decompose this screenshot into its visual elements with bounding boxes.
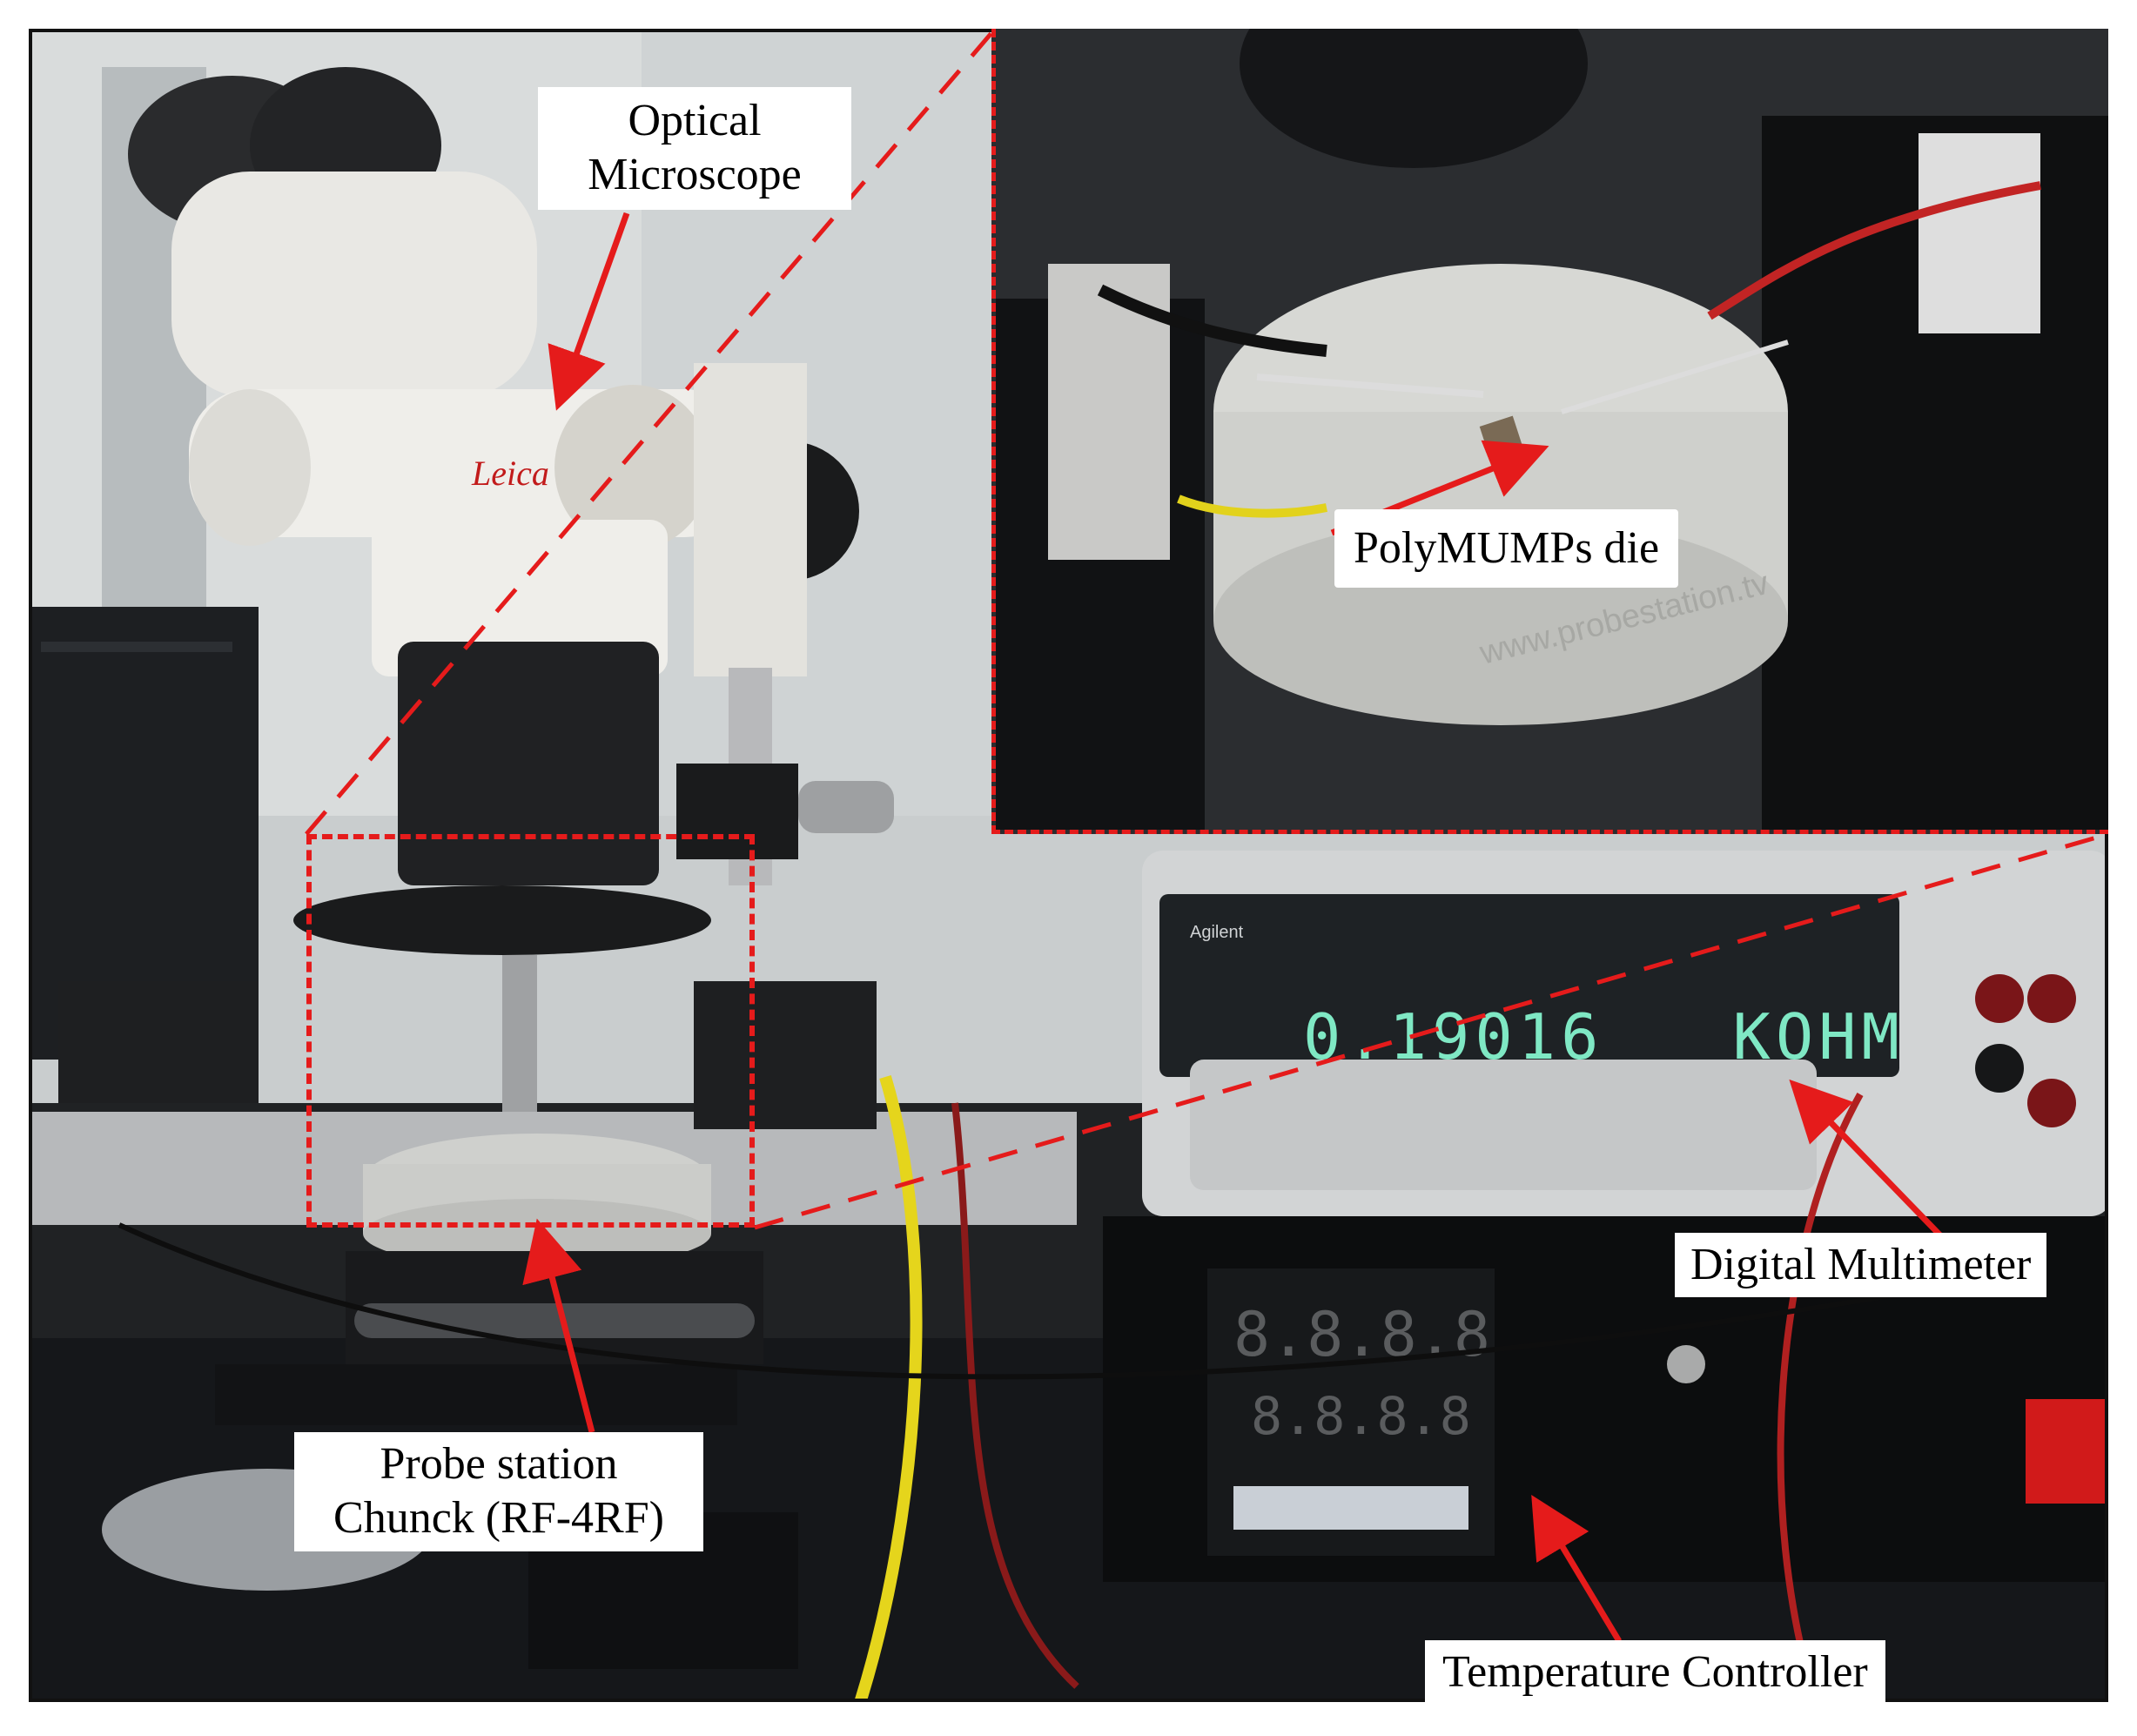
label-optical-microscope: Optical Microscope: [538, 87, 851, 210]
microscope-brand: Leica: [471, 454, 549, 493]
label-digital-multimeter: Digital Multimeter: [1675, 1233, 2047, 1298]
multimeter-unit: KOHM: [1732, 1000, 1905, 1073]
inset-scene: www.probestation.tv: [996, 29, 2108, 830]
label-polymumps-die: PolyMUMPs die: [1334, 509, 1679, 589]
label-temperature-controller: Temperature Controller: [1425, 1640, 1885, 1706]
svg-text:8.8.8.8: 8.8.8.8: [1233, 1299, 1490, 1370]
inset-zoom-photo: www.probestation.tv: [991, 29, 2108, 834]
label-optical-line1: Optical: [628, 96, 762, 145]
multimeter-brand: Agilent: [1190, 923, 1244, 942]
svg-text:8.8.8.8: 8.8.8.8: [1251, 1386, 1471, 1447]
label-probe-station: Probe station Chunck (RF-4RF): [294, 1432, 703, 1551]
label-probe-line1: Probe station: [380, 1439, 618, 1489]
label-optical-line2: Microscope: [588, 150, 802, 200]
multimeter-display: 0.19016 KOHM: [1303, 1000, 1905, 1073]
multimeter-reading: 0.19016: [1303, 1000, 1604, 1073]
zoom-region-box: [306, 834, 755, 1228]
label-probe-line2: Chunck (RF-4RF): [333, 1493, 664, 1544]
